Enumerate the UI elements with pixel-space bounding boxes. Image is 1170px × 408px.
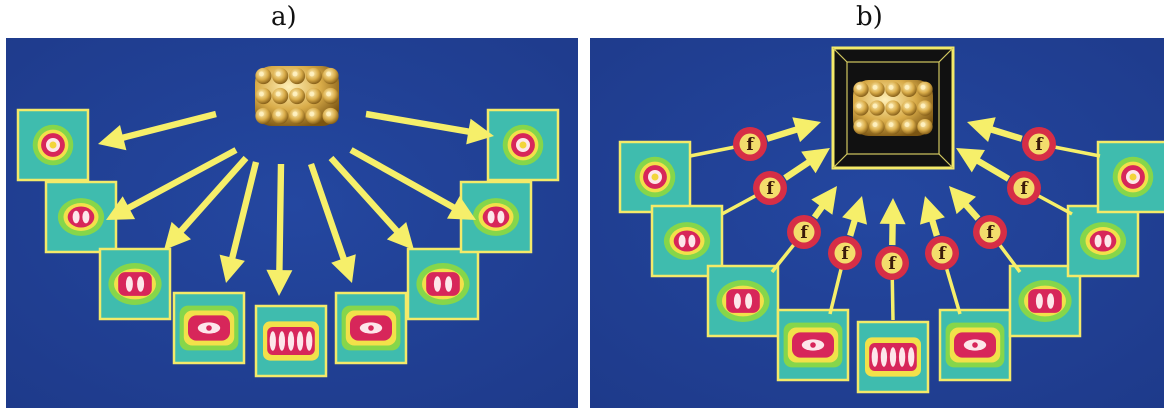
- filter-label: f: [1035, 135, 1044, 155]
- projection-arrow: [365, 110, 494, 145]
- filter-symbol: f: [1022, 127, 1056, 161]
- backprojection-arrow: [920, 196, 945, 237]
- projection-arrow: [308, 163, 356, 283]
- projection-tile: [938, 308, 1012, 382]
- backprojection-arrow: [811, 186, 837, 220]
- filter-symbol: f: [973, 215, 1007, 249]
- projection-tile: [650, 204, 724, 278]
- projection-tile: [406, 247, 480, 321]
- backprojection-arrow: [783, 148, 830, 181]
- projection-tile: [1008, 264, 1082, 338]
- filter-label: f: [841, 244, 850, 264]
- filter-label: f: [938, 244, 947, 264]
- projection-tile: [172, 291, 246, 365]
- filter-symbol: f: [787, 215, 821, 249]
- projection-tile: [254, 304, 328, 378]
- structure-model: [255, 66, 339, 126]
- projection-tile: [776, 308, 850, 382]
- panel-b-diagram: f f f f f f f f f: [590, 38, 1164, 408]
- projection-tile: [1066, 204, 1140, 278]
- filter-label: f: [888, 254, 897, 274]
- backprojection-arrow: [766, 117, 821, 143]
- projection-arrow: [266, 164, 293, 296]
- panel-a: [6, 38, 578, 408]
- panel-a-label: a): [271, 2, 297, 32]
- projection-arrow: [106, 147, 238, 220]
- backprojection-arrow: [842, 196, 867, 237]
- backprojection-arrow: [879, 198, 906, 246]
- projection-arrow: [349, 147, 476, 220]
- projection-tile: [98, 247, 172, 321]
- panel-a-diagram: [6, 38, 578, 408]
- projection-tile: [856, 320, 930, 394]
- filter-label: f: [800, 223, 809, 243]
- filter-symbol: f: [925, 236, 959, 270]
- filter-label: f: [986, 223, 995, 243]
- projection-tile: [44, 180, 118, 254]
- filter-symbol: f: [733, 127, 767, 161]
- filter-symbol: f: [828, 236, 862, 270]
- projection-tile: [334, 291, 408, 365]
- projection-tile: [706, 264, 780, 338]
- filter-symbol: f: [875, 246, 909, 280]
- filter-label: f: [746, 135, 755, 155]
- filter-symbol: f: [1007, 171, 1041, 205]
- filter-symbol: f: [753, 171, 787, 205]
- projection-arrow: [219, 161, 260, 283]
- filter-label: f: [766, 179, 775, 199]
- projection-tile: [486, 108, 560, 182]
- panel-b: f f f f f f f f f: [590, 38, 1164, 408]
- backprojection-arrow: [956, 148, 1011, 182]
- projection-tile: [1096, 140, 1164, 214]
- backprojection-arrow: [967, 117, 1023, 142]
- backprojection-arrow: [949, 186, 981, 221]
- projection-arrow: [328, 155, 414, 250]
- projection-tile: [16, 108, 90, 182]
- filter-label: f: [1020, 179, 1029, 199]
- structure-model: [853, 80, 933, 136]
- panel-b-label: b): [856, 2, 883, 32]
- projection-arrow: [164, 155, 249, 250]
- projection-arrow: [98, 110, 217, 151]
- projection-tile: [618, 140, 692, 214]
